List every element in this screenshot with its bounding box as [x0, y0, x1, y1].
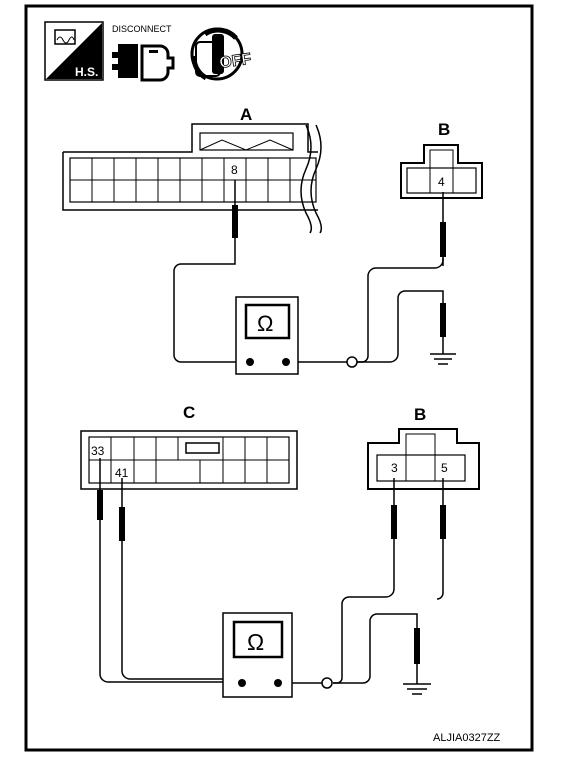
- ground-symbol: [430, 353, 456, 365]
- junction-circle: [321, 677, 333, 689]
- probe-c-41: [119, 478, 125, 548]
- connector-b-top-pin-4: 4: [438, 175, 445, 189]
- probe-c-33: [97, 458, 103, 527]
- ohmmeter-top: Ω: [235, 296, 299, 375]
- ground-symbol: [403, 683, 431, 695]
- hs-label: H.S.: [75, 65, 98, 79]
- figure-code: ALJIA0327ZZ: [433, 732, 501, 744]
- connector-b-top: B 4: [400, 120, 483, 199]
- junction-circle: [346, 356, 358, 368]
- disconnect-icon: DISCONNECT: [112, 24, 175, 82]
- connector-a-label: A: [240, 105, 252, 124]
- connector-b-bottom-label: B: [414, 405, 426, 424]
- probe-top-a: [232, 180, 238, 248]
- bottom-wires: [99, 527, 444, 684]
- connector-a-pin-8: 8: [231, 163, 238, 177]
- probe-b-3: [391, 478, 397, 548]
- ohmmeter-bottom: Ω: [222, 612, 293, 698]
- disconnect-label: DISCONNECT: [112, 24, 172, 34]
- connector-c-label: C: [183, 403, 195, 422]
- hs-icon: H.S.: [44, 21, 104, 81]
- connector-b-bottom: B 3 5: [367, 405, 480, 490]
- connector-b-top-label: B: [438, 120, 450, 139]
- probe-bottom-ground: [414, 618, 420, 684]
- ohm-symbol: Ω: [247, 629, 264, 655]
- off-label: OFF: [218, 51, 252, 72]
- connector-c: C 33 41: [80, 403, 298, 490]
- probe-b-5: [440, 478, 446, 548]
- ohm-symbol: Ω: [257, 311, 273, 336]
- probe-top-ground: [440, 294, 446, 354]
- connector-c-pin-33: 33: [91, 444, 105, 458]
- connector-c-pin-41: 41: [115, 466, 129, 480]
- connector-b-bottom-pin-3: 3: [391, 461, 398, 475]
- connector-b-bottom-pin-5: 5: [441, 461, 448, 475]
- top-wires: [173, 248, 444, 363]
- ignition-off-icon: OFF: [190, 27, 253, 81]
